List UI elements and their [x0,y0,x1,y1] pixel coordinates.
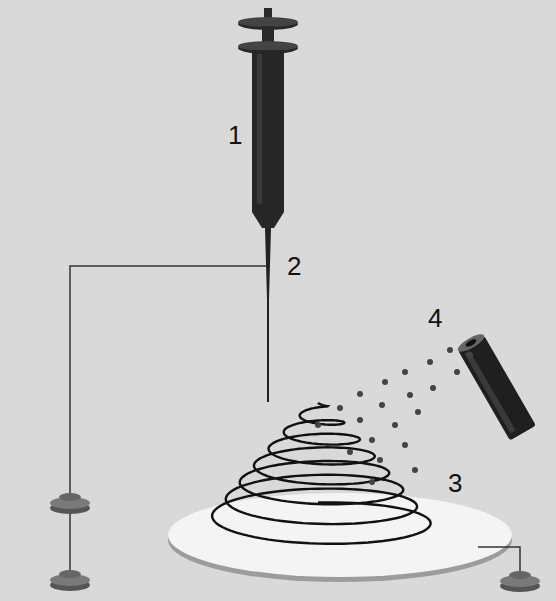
ground-symbol-right [500,571,540,592]
callout-number: 4 [428,305,442,331]
spray-particles [315,347,473,485]
polymer-jet [267,300,269,402]
callout-number: 3 [448,470,462,496]
spray-nozzle [456,331,536,440]
ground-symbol-left [50,493,90,591]
callout-number: 2 [287,253,301,279]
fiber-spiral [212,403,431,544]
callout-number: 1 [228,122,242,148]
